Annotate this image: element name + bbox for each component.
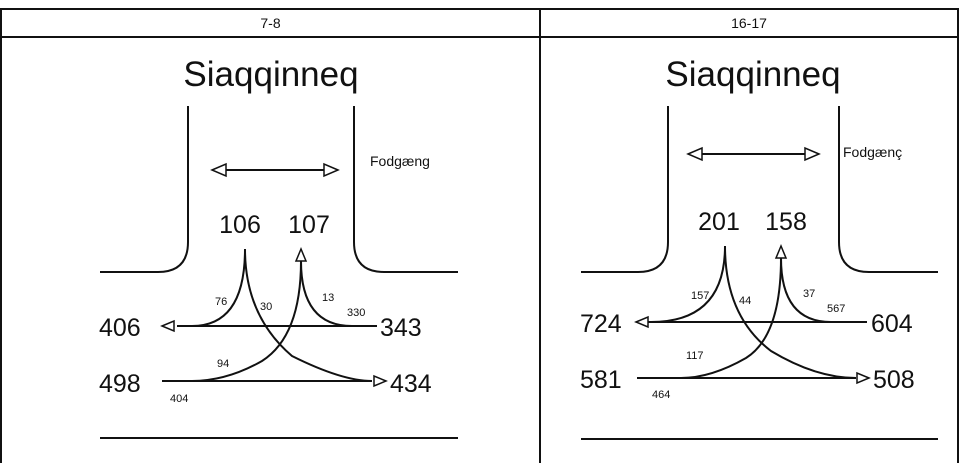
street-name: Siaqqinneq [665, 55, 840, 94]
west-lower-count: 498 [99, 370, 141, 398]
turn-north-to-east [724, 245, 857, 379]
turn-north-to-east [244, 248, 373, 382]
turn-count-n-to-w: 157 [691, 290, 709, 302]
arrow-head-icon [634, 315, 649, 329]
east-upper-count: 343 [380, 314, 422, 342]
turn-west-to-north [191, 260, 302, 382]
north-out-count: 106 [219, 211, 261, 239]
street-name: Siaqqinneq [183, 55, 358, 94]
turn-north-to-west [650, 245, 726, 323]
north-in-count: 158 [765, 208, 807, 236]
east-upper-count: 604 [871, 310, 913, 338]
turn-count-e-through: 330 [347, 307, 365, 319]
arrow-head-icon [804, 146, 821, 162]
arrow-head-icon [373, 374, 388, 388]
turn-count-n-to-e: 44 [739, 295, 751, 307]
west-upper-count: 406 [99, 314, 141, 342]
turn-count-w-through: 404 [170, 393, 188, 405]
turn-count-w-to-n: 117 [686, 350, 704, 362]
road-edge-right [838, 106, 938, 273]
intersection-diagram-2: Siaqqinneq Fodgænç 201 158 724 581 604 5… [580, 55, 938, 440]
turn-count-e-to-n: 37 [803, 288, 815, 300]
turn-count-e-to-n: 13 [322, 292, 334, 304]
period-label: 16-17 [731, 15, 767, 31]
east-lower-count: 508 [873, 366, 915, 394]
road-edge-right [353, 106, 458, 273]
road-edge-left [100, 106, 189, 273]
period-header-2: 16-17 [539, 8, 959, 38]
turn-count-n-to-w: 76 [215, 296, 227, 308]
arrow-head-icon [686, 146, 703, 162]
west-lower-count: 581 [580, 366, 622, 394]
pedestrian-label: Fodgænç [843, 144, 902, 160]
road-edge-left [581, 106, 669, 273]
intersection-diagram-1: Siaqqinneq Fodgæng 106 107 406 498 343 4… [99, 55, 458, 439]
north-in-count: 107 [288, 211, 330, 239]
arrow-head-icon [856, 371, 871, 385]
east-lower-count: 434 [390, 370, 432, 398]
turn-west-to-north [680, 257, 782, 379]
turn-count-w-to-n: 94 [217, 358, 229, 370]
arrow-head-icon [294, 247, 308, 262]
turn-north-to-west [191, 248, 246, 327]
turn-count-e-through: 567 [827, 303, 845, 315]
period-header-1: 7-8 [0, 8, 541, 38]
diagram-panel-2: Siaqqinneq Fodgænç 201 158 724 581 604 5… [539, 36, 959, 463]
west-upper-count: 724 [580, 310, 622, 338]
arrow-head-icon [210, 162, 227, 178]
north-out-count: 201 [698, 208, 740, 236]
turn-count-w-through: 464 [652, 389, 670, 401]
pedestrian-label: Fodgæng [370, 153, 430, 169]
arrow-head-icon [323, 162, 340, 178]
arrow-head-icon [160, 319, 175, 333]
period-label: 7-8 [260, 15, 281, 31]
diagram-panel-1: Siaqqinneq Fodgæng 106 107 406 498 343 4… [0, 36, 541, 463]
turn-count-n-to-e: 30 [260, 301, 272, 313]
arrow-head-icon [774, 244, 788, 259]
